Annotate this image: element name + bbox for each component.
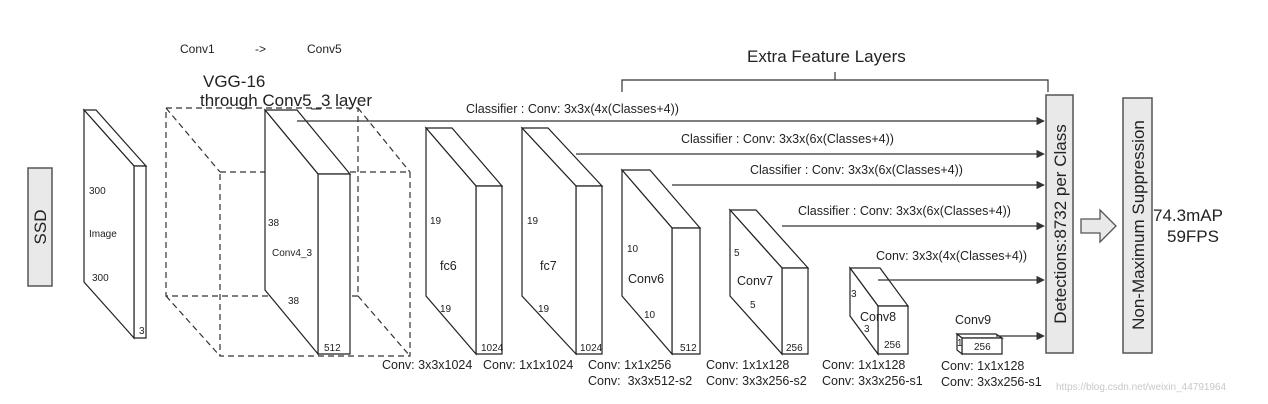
watermark: https://blog.csdn.net/weixin_44791964 [1056,382,1227,393]
detections-label: Detections:8732 per Class [1051,124,1070,323]
fc7-bottom-dim: 19 [538,304,550,315]
vgg-subtitle: through Conv5_3 layer [200,91,372,110]
conv-start-label: Conv1 [180,42,215,56]
fc7-depth: 1024 [580,343,603,354]
fc7-block: 19 fc7 19 1024 [520,126,604,356]
conv-arrow-label: -> [255,42,266,56]
conv4-depth: 512 [324,343,341,354]
conv9-conv-label-a: Conv: 1x1x128 [941,359,1024,373]
ssd-label: SSD [31,210,50,245]
conv9-top-dim: 1 [957,338,963,349]
conv6-depth: 512 [680,343,697,354]
extra-feature-title: Extra Feature Layers [747,47,906,66]
conv6-block: 10 Conv6 10 512 [620,168,702,356]
conv7-conv-label-a: Conv: 1x1x128 [706,358,789,372]
image-block: 300 Image 300 3 [82,108,148,340]
classifier-label-2: Classifier : Conv: 3x3x(6x(Classes+4)) [681,132,894,146]
result-fps: 59FPS [1167,227,1219,246]
conv4-name: Conv4_3 [272,248,312,259]
fc7-name: fc7 [540,259,557,273]
classifier-label-3: Classifier : Conv: 3x3x(6x(Classes+4)) [750,163,963,177]
conv8-conv-label-b: Conv: 3x3x256-s1 [822,374,923,388]
classifier-arrows [297,116,1045,341]
conv-end-label: Conv5 [307,42,342,56]
conv6-conv-label-b: Conv: 3x3x512-s2 [588,374,692,388]
nms-arrow [1080,208,1117,244]
conv6-top-dim: 10 [627,244,639,255]
conv8-block: 3 Conv8 3 256 [848,266,910,356]
conv7-conv-label-b: Conv: 3x3x256-s2 [706,374,807,388]
conv8-bottom-dim: 3 [864,324,870,335]
classifier-label-1: Classifier : Conv: 3x3x(4x(Classes+4)) [466,102,679,116]
extra-feature-bracket [621,72,1049,92]
nms-label: Non-Maximum Suppression [1129,120,1148,330]
conv8-depth: 256 [884,340,901,351]
conv6-conv-label-a: Conv: 1x1x256 [588,358,671,372]
conv9-block: Conv9 1 256 [955,313,1004,356]
classifier-label-5: Conv: 3x3x(4x(Classes+4)) [876,249,1027,263]
fc6-top-dim: 19 [430,216,442,227]
image-depth: 3 [139,326,145,337]
conv8-name: Conv8 [860,310,896,324]
conv9-conv-label-b: Conv: 3x3x256-s1 [941,375,1042,389]
conv7-block: 5 Conv7 5 256 [728,208,810,356]
fc6-depth: 1024 [481,343,504,354]
vgg-title: VGG-16 [203,72,265,91]
classifier-label-4: Classifier : Conv: 3x3x(6x(Classes+4)) [798,204,1011,218]
fc6-bottom-dim: 19 [440,304,452,315]
conv7-top-dim: 5 [734,248,740,259]
conv8-top-dim: 3 [851,289,857,300]
conv7-depth: 256 [786,343,803,354]
fc6-conv-label: Conv: 3x3x1024 [382,358,472,372]
conv6-bottom-dim: 10 [644,310,656,321]
conv7-name: Conv7 [737,274,773,288]
conv6-name: Conv6 [628,272,664,286]
conv4-block: 38 Conv4_3 38 512 [263,108,352,356]
nms-box: Non-Maximum Suppression [1122,97,1153,354]
result-map: 74.3mAP [1153,206,1223,225]
conv8-conv-label-a: Conv: 1x1x128 [822,358,905,372]
conv4-top-dim: 38 [268,218,280,229]
ssd-label-box: SSD [27,167,53,287]
image-name: Image [89,229,117,240]
conv4-bottom-dim: 38 [288,296,300,307]
conv9-name: Conv9 [955,313,991,327]
image-bottom-dim: 300 [92,273,109,284]
fc6-block: 19 fc6 19 1024 [424,126,504,356]
fc7-conv-label: Conv: 1x1x1024 [483,358,573,372]
fc6-name: fc6 [440,259,457,273]
fc7-top-dim: 19 [527,216,539,227]
detections-box: Detections:8732 per Class [1045,94,1074,354]
conv9-depth: 256 [974,342,991,353]
conv7-bottom-dim: 5 [750,300,756,311]
image-top-dim: 300 [89,186,106,197]
